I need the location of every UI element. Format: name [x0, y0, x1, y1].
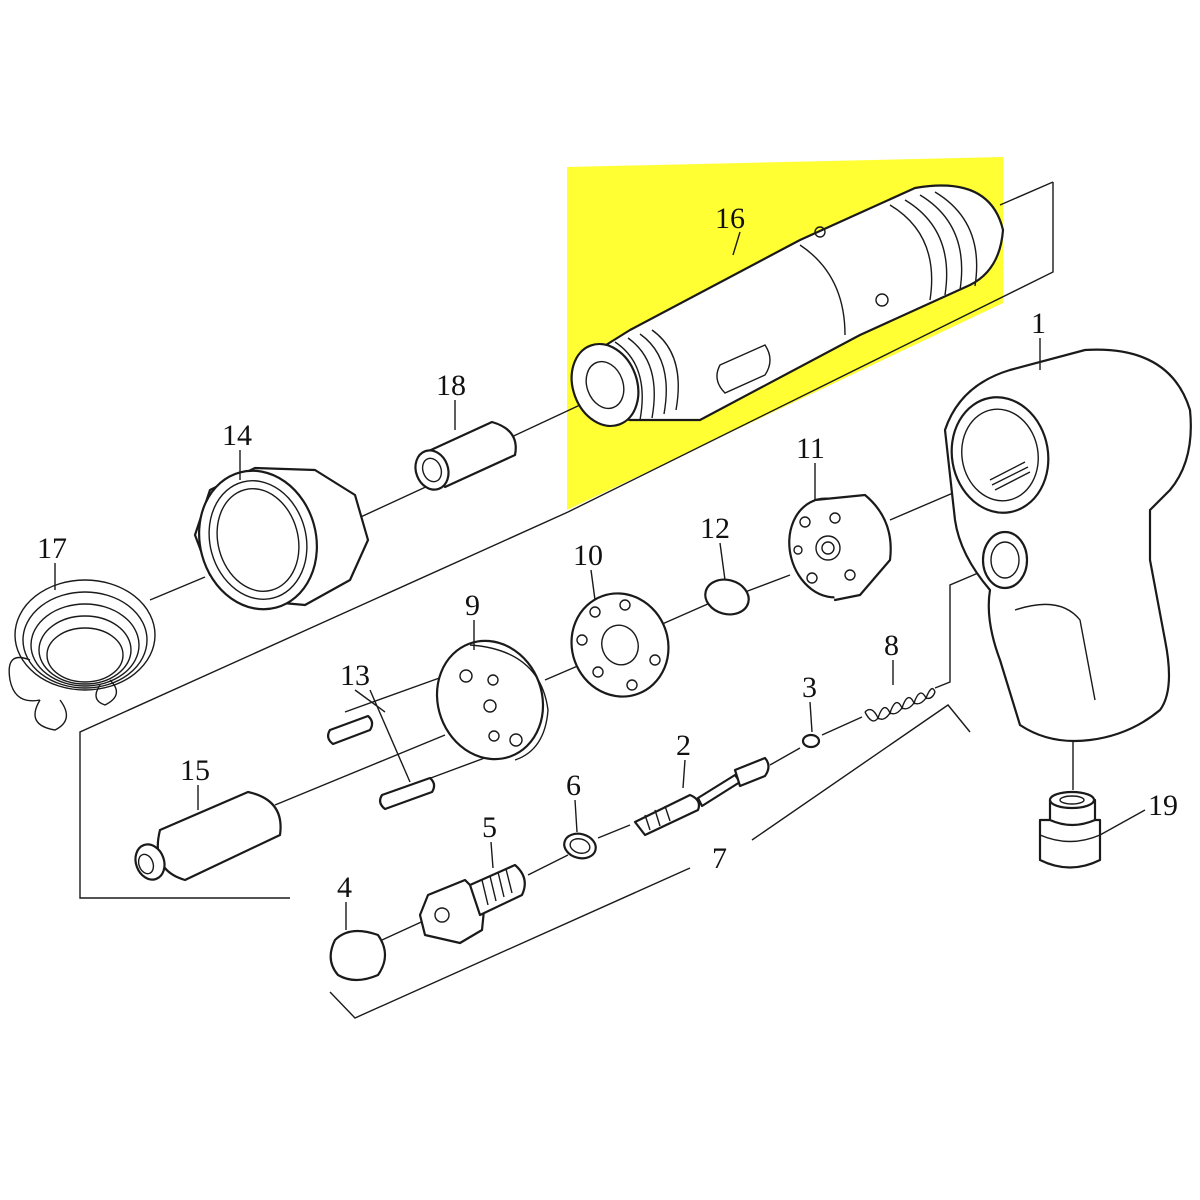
label-13: 13: [340, 659, 370, 692]
label-2: 2: [676, 729, 691, 762]
part-13-pins: [326, 714, 436, 811]
part-labels: 16 1 18 14 11 12 10 17 9 8 13 3 2 15 6 1…: [37, 202, 1178, 904]
label-5: 5: [482, 811, 497, 844]
part-10-plate: [570, 592, 670, 698]
label-17: 17: [37, 532, 67, 565]
label-11: 11: [796, 432, 825, 465]
assembly-guide-lines: [79, 181, 1074, 1019]
part-2-valve-stem: [633, 756, 770, 837]
label-8: 8: [884, 629, 899, 662]
part-14-retainer-nut: [193, 466, 370, 611]
part-5-valve-body: [418, 863, 526, 945]
label-16: 16: [715, 202, 745, 235]
label-leader-lines: [54, 231, 1146, 930]
part-3-washer: [801, 733, 821, 749]
label-15: 15: [180, 754, 210, 787]
label-14: 14: [222, 419, 252, 452]
part-12-disc: [704, 578, 750, 616]
label-9: 9: [465, 589, 480, 622]
part-18-bushing: [414, 420, 517, 491]
part-1-handle: [943, 348, 1192, 743]
part-4-cap: [329, 929, 387, 982]
label-10: 10: [573, 539, 603, 572]
part-6-o-ring: [563, 832, 597, 860]
part-19-inlet-fitting: [1038, 790, 1102, 869]
label-18: 18: [436, 369, 466, 402]
part-8-spring: [864, 687, 936, 722]
part-17-coil-spring: [8, 579, 156, 731]
label-3: 3: [802, 671, 817, 704]
label-12: 12: [700, 512, 730, 545]
label-1: 1: [1031, 307, 1046, 340]
part-16-barrel: [570, 184, 1005, 428]
part-9-plate: [435, 639, 549, 761]
label-19: 19: [1148, 789, 1178, 822]
label-6: 6: [566, 769, 581, 802]
part-15-piston: [134, 790, 282, 882]
part-11-valve-cap: [788, 493, 892, 602]
label-4: 4: [337, 871, 352, 904]
label-7: 7: [712, 842, 727, 875]
